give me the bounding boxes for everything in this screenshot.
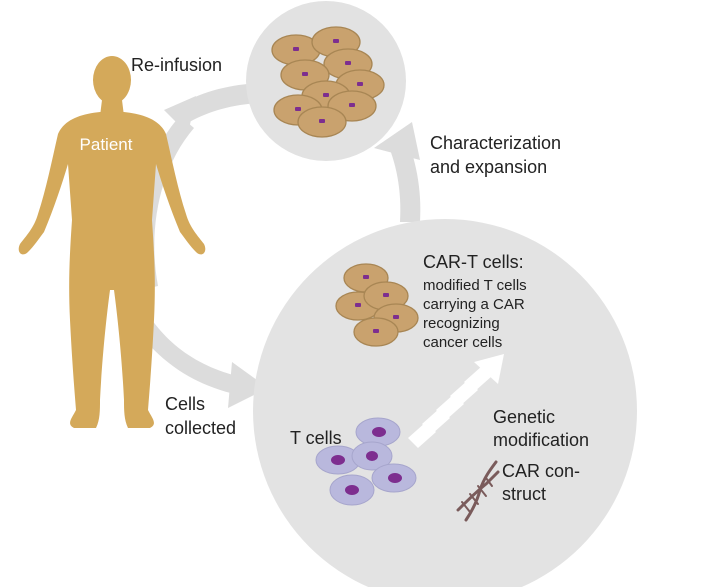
car-construct-label-line1: CAR con- xyxy=(502,461,580,481)
cells-collected-label-line1: Cells xyxy=(165,394,205,414)
cart-desc-line1: modified T cells xyxy=(423,277,527,294)
human-figure-icon xyxy=(18,56,206,428)
dna-helix-icon xyxy=(456,460,500,522)
genetic-modification-label-line2: modification xyxy=(493,430,589,450)
cart-desc-line4: cancer cells xyxy=(423,334,502,351)
cart-title-label: CAR-T cells: xyxy=(423,252,524,272)
t-cell-nuclei xyxy=(331,427,402,495)
patient-head xyxy=(93,56,131,104)
car-receptor-marks-top xyxy=(293,39,363,123)
tcells-label: T cells xyxy=(290,428,342,448)
characterization-label-line2: and expansion xyxy=(430,157,547,177)
cells-collected-label-line2: collected xyxy=(165,418,236,438)
car-receptor-marks xyxy=(355,275,399,333)
reinfusion-arrow xyxy=(178,83,262,124)
cells-collected-arrow-head xyxy=(228,362,268,408)
genetic-modification-label-line1: Genetic xyxy=(493,407,555,427)
car-construct-label-line2: struct xyxy=(502,484,546,504)
cart-desc-line2: carrying a CAR xyxy=(423,296,525,313)
cells-collected-arc xyxy=(124,300,246,396)
cart-desc-line3: recognizing xyxy=(423,315,500,332)
genetic-modification-arrow xyxy=(408,354,504,448)
characterization-arrow-head xyxy=(374,122,420,160)
patient-label: Patient xyxy=(80,135,133,154)
reinfusion-label: Re-infusion xyxy=(131,55,222,75)
patient-body xyxy=(18,112,206,428)
genetic-modification-arrow-head xyxy=(474,354,504,384)
characterization-label-line1: Characterization xyxy=(430,133,561,153)
